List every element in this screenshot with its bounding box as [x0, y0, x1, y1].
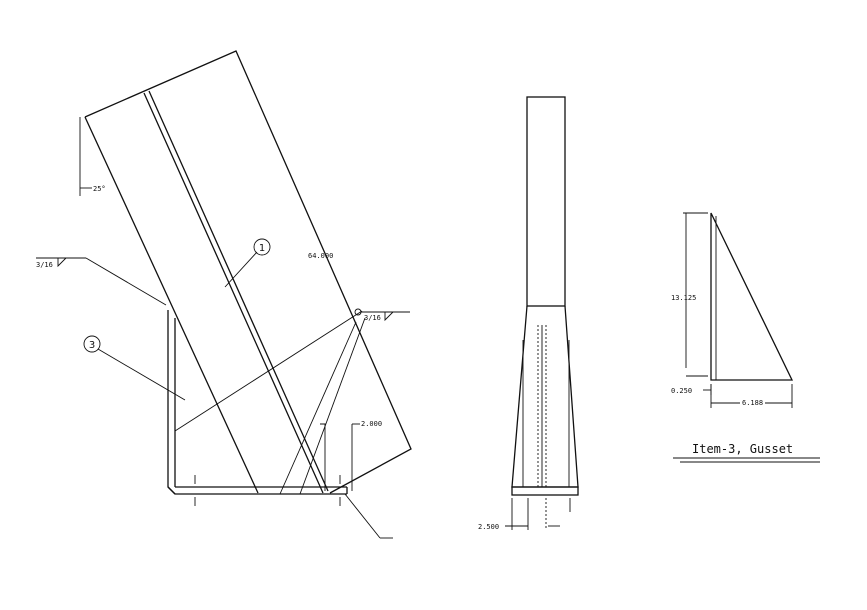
tube-left-edge [84, 116, 259, 494]
balloon-leader-1 [224, 251, 258, 288]
item-balloon-1 [253, 238, 271, 256]
base-dimension: 6.188 [742, 399, 763, 407]
offset-dim-left [320, 423, 326, 491]
gusset-triangle [710, 212, 794, 381]
tube-inner-line-b [148, 90, 329, 492]
offset-dimension: 2.000 [361, 420, 382, 428]
gusset-detail-view: 13.125 0.250 6.188 Item-3, Gusset [671, 212, 820, 463]
fillet-weld-icon [57, 257, 67, 268]
weld-arrow-left [85, 257, 167, 306]
tube-outline [84, 50, 412, 494]
tube-side [526, 96, 566, 307]
side-view: 2.500 [478, 96, 579, 531]
item-number-3: 3 [89, 340, 95, 351]
tube-inner-line-a [143, 92, 324, 494]
tapered-gusset [511, 305, 579, 488]
base-corner [167, 486, 176, 495]
thickness-dimension: 0.250 [671, 387, 692, 395]
item-balloon-3 [83, 335, 101, 353]
angle-label: 25° [93, 185, 106, 193]
brace-line-3 [299, 317, 366, 495]
fillet-weld-icon [384, 311, 394, 322]
brace-line-2 [279, 321, 357, 495]
brace-line [174, 310, 363, 432]
left-assembly-view: 2.000 64.000 25° 3/16 3/16 1 3 [36, 50, 412, 539]
balloon-leader-3 [97, 348, 186, 401]
length-dimension: 64.000 [308, 252, 333, 260]
gusset-title: Item-3, Gusset [692, 442, 793, 456]
side-base-plate [511, 486, 579, 496]
weld-size-right: 3/16 [364, 314, 381, 322]
width-dimension: 2.500 [478, 523, 499, 531]
leader-line [344, 493, 381, 539]
height-dimension: 13.125 [671, 294, 696, 302]
item-number-1: 1 [259, 243, 265, 254]
weld-size-left: 3/16 [36, 261, 53, 269]
